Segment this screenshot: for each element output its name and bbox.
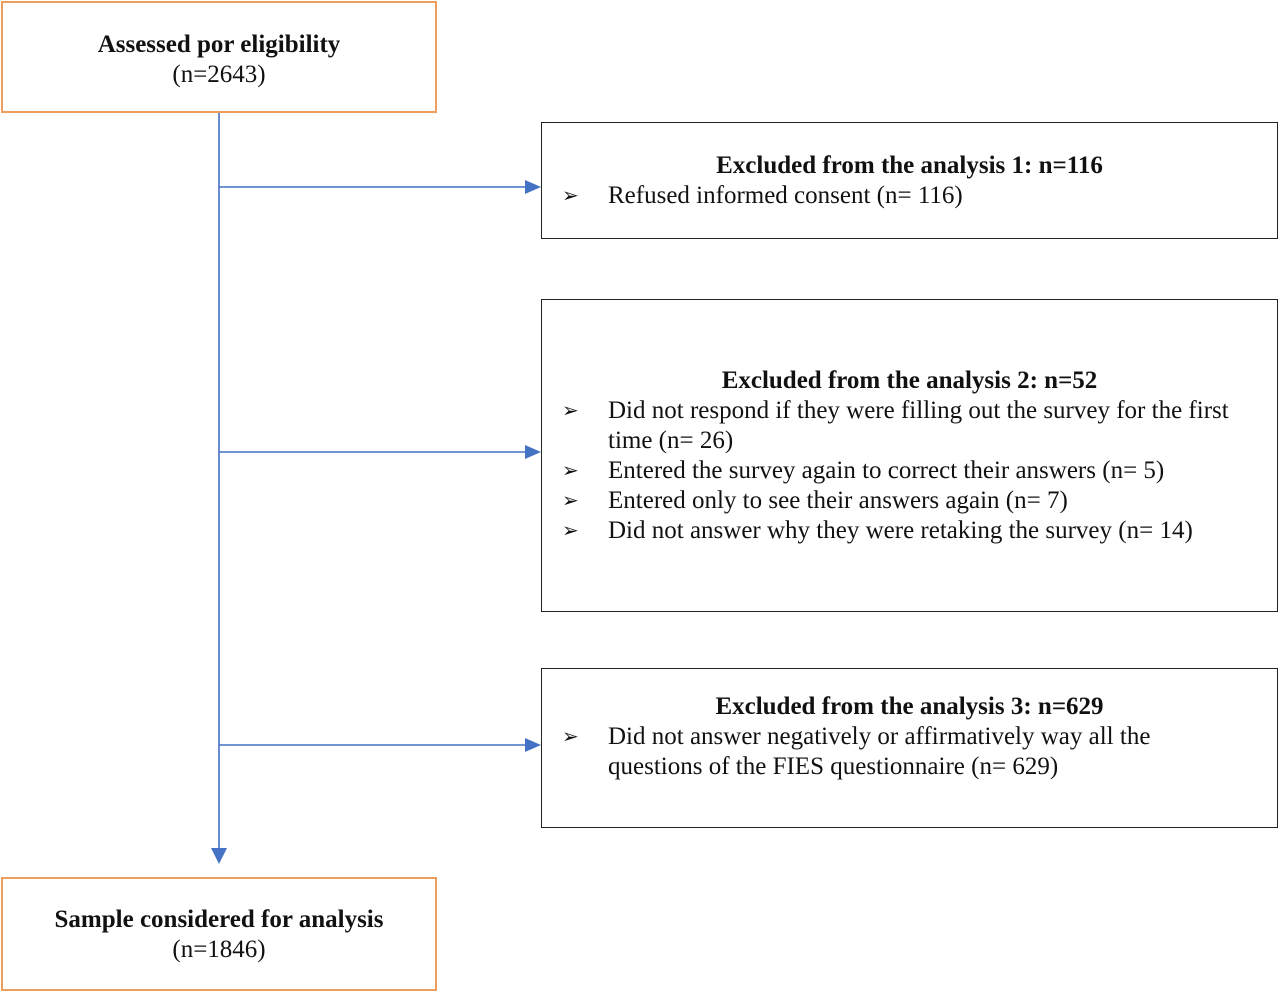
exclusion-list-3: ➢ Did not answer negatively or affirmativ… <box>542 722 1277 782</box>
list-item: ➢ Did not answer why they were retaking t… <box>542 516 1277 546</box>
list-item-text: Did not respond if they were filling out… <box>608 397 1229 454</box>
list-item: ➢ Did not answer negatively or affirmativ… <box>542 722 1277 782</box>
list-item: ➢ Refused informed consent (n= 116) <box>542 181 1277 211</box>
sample-title: Sample considered for analysis <box>54 906 384 933</box>
arrowhead-3-icon <box>525 738 541 752</box>
arrowhead-2-icon <box>525 445 541 459</box>
list-item-text: Refused informed consent (n= 116) <box>608 182 963 209</box>
assessed-title: Assessed por eligibility <box>97 31 341 58</box>
exclusion-list-2: ➢ Did not respond if they were filling ou… <box>542 396 1277 546</box>
sample-count: (n=1846) <box>172 936 266 963</box>
exclusion-title-1: Excluded from the analysis 1: n=116 <box>716 152 1103 179</box>
sample-analysis-box: Sample considered for analysis (n=1846) <box>1 877 437 991</box>
list-item-text: Did not answer why they were retaking th… <box>608 517 1193 544</box>
arrowhead-bullet-icon: ➢ <box>562 726 579 748</box>
exclusion-box-3: Excluded from the analysis 3: n=629 ➢ Did… <box>541 668 1278 828</box>
exclusion-title-3: Excluded from the analysis 3: n=629 <box>715 693 1104 720</box>
arrowhead-bullet-icon: ➢ <box>562 460 579 482</box>
exclusion-title-2: Excluded from the analysis 2: n=52 <box>721 367 1098 394</box>
assessed-count: (n=2643) <box>172 61 266 88</box>
arrowhead-bullet-icon: ➢ <box>562 520 579 542</box>
arrowhead-bullet-icon: ➢ <box>562 400 579 422</box>
arrowhead-bullet-icon: ➢ <box>562 490 579 512</box>
exclusion-box-2: Excluded from the analysis 2: n=52 ➢ Did … <box>541 299 1278 612</box>
list-item: ➢ Did not respond if they were filling ou… <box>542 396 1277 456</box>
list-item-text: Entered only to see their answers again … <box>608 487 1068 514</box>
assessed-eligibility-box: Assessed por eligibility (n=2643) <box>1 1 437 113</box>
exclusion-box-1: Excluded from the analysis 1: n=116 ➢ Ref… <box>541 122 1278 239</box>
exclusion-list-1: ➢ Refused informed consent (n= 116) <box>542 181 1277 211</box>
list-item-text: Did not answer negatively or affirmative… <box>608 723 1151 780</box>
list-item-text: Entered the survey again to correct thei… <box>608 457 1165 484</box>
list-item: ➢ Entered the survey again to correct the… <box>542 456 1277 486</box>
arrowhead-bullet-icon: ➢ <box>562 185 579 207</box>
arrowhead-down-icon <box>211 848 227 864</box>
list-item: ➢ Entered only to see their answers again… <box>542 486 1277 516</box>
arrowhead-1-icon <box>525 180 541 194</box>
